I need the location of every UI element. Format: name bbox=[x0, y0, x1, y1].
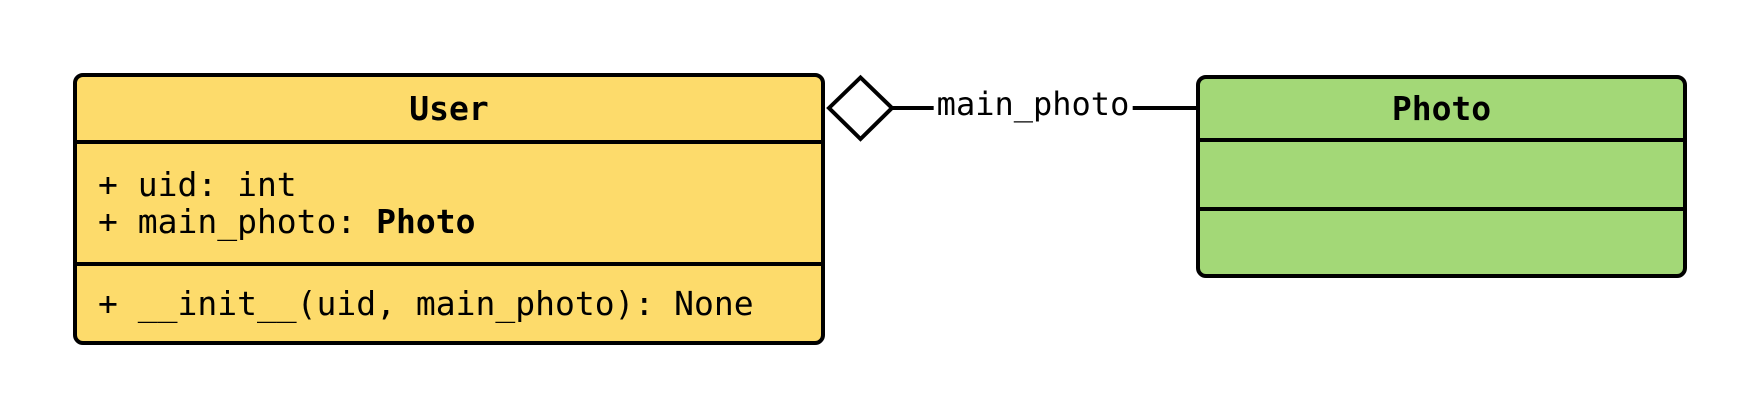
attribute-type-text: Photo bbox=[376, 202, 476, 241]
class-title-photo: Photo bbox=[1391, 89, 1492, 128]
attribute-text: + uid: int bbox=[98, 165, 297, 204]
user-methods-compartment: + __init__(uid, main_photo): None bbox=[77, 262, 821, 341]
user-attributes-compartment: + uid: int + main_photo: Photo bbox=[77, 140, 821, 262]
photo-methods-compartment bbox=[1200, 207, 1683, 274]
method-line: + __init__(uid, main_photo): None bbox=[98, 285, 821, 322]
class-title-user: User bbox=[409, 89, 489, 128]
class-box-user: User + uid: int + main_photo: Photo + __… bbox=[73, 73, 825, 345]
method-text: + __init__(uid, main_photo): None bbox=[98, 284, 754, 323]
attribute-text: + main_photo: bbox=[98, 202, 377, 241]
class-box-photo: Photo bbox=[1196, 75, 1687, 278]
relationship-label: main_photo bbox=[933, 85, 1133, 123]
aggregation-diamond-icon bbox=[826, 74, 895, 142]
attribute-line: + uid: int bbox=[98, 166, 821, 203]
photo-attributes-compartment bbox=[1200, 138, 1683, 207]
attribute-line: + main_photo: Photo bbox=[98, 203, 821, 240]
